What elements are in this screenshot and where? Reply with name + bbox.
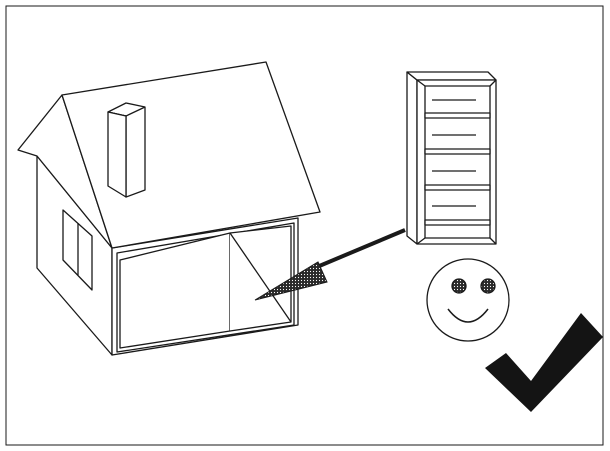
- arrow-icon: [254, 228, 406, 301]
- smiley-icon: [426, 258, 510, 342]
- shelf-boards: [424, 99, 491, 226]
- shelf-icon: [406, 71, 497, 245]
- house-icon: [17, 61, 321, 356]
- smiley-mouth: [447, 308, 489, 323]
- shelf-back: [424, 85, 491, 239]
- shelf-side-panel: [406, 71, 418, 245]
- checkmark-icon: [485, 313, 603, 412]
- smiley-face: [426, 258, 510, 342]
- shelf-top: [406, 71, 497, 81]
- smiley-left-eye: [451, 278, 467, 294]
- smiley-right-eye: [480, 278, 496, 294]
